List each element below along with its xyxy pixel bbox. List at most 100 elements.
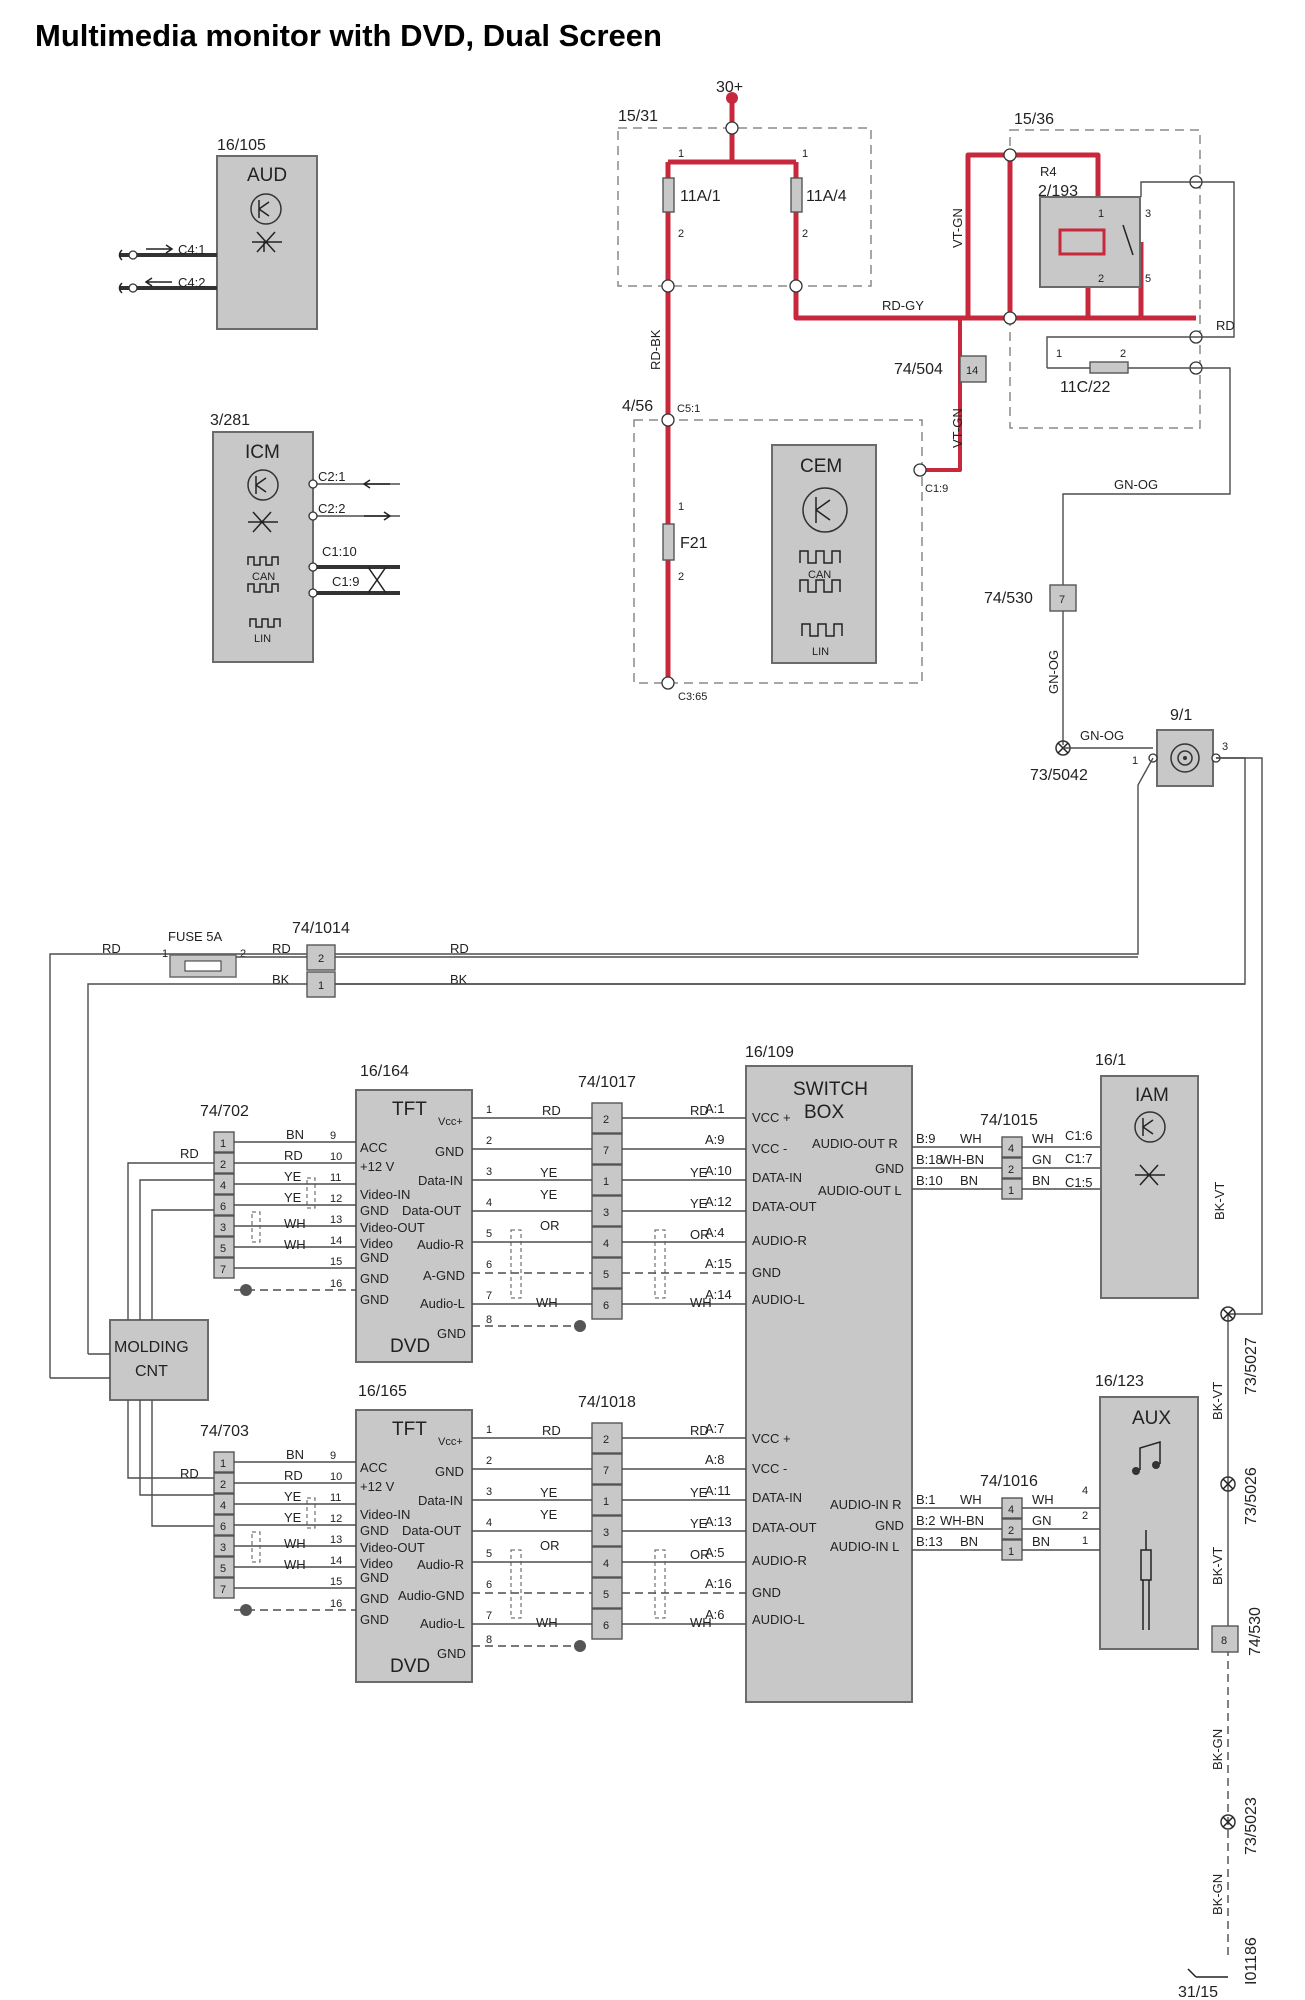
tft2-pin: Vcc+ xyxy=(438,1436,463,1448)
relay-switch-icon xyxy=(1122,224,1134,256)
tft2-box xyxy=(355,1409,473,1683)
sb-pin-num: B:13 xyxy=(916,1534,943,1549)
wire-color: YE xyxy=(540,1187,558,1202)
connector-pin xyxy=(591,1422,623,1454)
sb-pin-num: A:9 xyxy=(705,1132,725,1147)
chassis-ground-icon xyxy=(1187,1968,1228,1978)
shield-ground-icon xyxy=(574,1320,586,1332)
wire-color: YE xyxy=(284,1489,302,1504)
wire-color: WH xyxy=(690,1295,712,1310)
connector-74-1014-pin1 xyxy=(306,971,336,998)
page-title: Multimedia monitor with DVD, Dual Screen xyxy=(35,18,662,53)
pin-num: 7 xyxy=(486,1610,492,1622)
pin-num: 3 xyxy=(486,1166,492,1178)
shield-ground-icon xyxy=(574,1640,586,1652)
iam-ref: 16/1 xyxy=(1095,1052,1126,1069)
box-456-ref: 4/56 xyxy=(622,398,653,415)
pin-num: 1 xyxy=(486,1424,492,1436)
pin-num: 7 xyxy=(486,1290,492,1302)
aud-module: 16/105 AUD C4:1 C4:2 xyxy=(118,137,318,330)
tft1-name: TFT xyxy=(392,1099,427,1120)
connector-ref: 74/703 xyxy=(200,1423,249,1440)
wire-color: BN xyxy=(286,1127,304,1142)
pin-num: 2 xyxy=(486,1455,492,1467)
molding-cnt: MOLDING CNT xyxy=(50,1162,218,1527)
relaybox-1536-ref: 15/36 xyxy=(1014,111,1054,128)
sb-pin-num: A:12 xyxy=(705,1194,732,1209)
sb-pin-num: A:7 xyxy=(705,1421,725,1436)
pin-num: 12 xyxy=(330,1513,342,1525)
icm-ref: 3/281 xyxy=(210,412,250,429)
connector-ref: 74/1016 xyxy=(980,1473,1038,1490)
wire-bk-vt-3: BK-VT xyxy=(1210,1547,1225,1585)
wire-rd-bk: RD-BK xyxy=(648,329,663,370)
pin-num: 2 xyxy=(603,1434,609,1446)
wire-bk-gn: BK-GN xyxy=(1210,1729,1225,1770)
switchbox-body xyxy=(745,1065,913,1703)
lin-wave-icon xyxy=(249,618,281,628)
wire-vt-gn-2: VT-GN xyxy=(950,408,965,448)
icm-lin-label: LIN xyxy=(254,633,271,645)
music-note-icon xyxy=(1139,1440,1161,1470)
connector-74-530-ref: 74/530 xyxy=(984,590,1033,607)
relay-ref: 2/193 xyxy=(1038,183,1078,200)
aux-name: AUX xyxy=(1132,1408,1171,1429)
sb-pin: AUDIO-L xyxy=(752,1292,805,1307)
pin-num: 4 xyxy=(603,1558,609,1570)
pin-num: 2 xyxy=(1098,273,1104,285)
pin-num: 2 xyxy=(1120,348,1126,360)
pin-num: 3 xyxy=(486,1486,492,1498)
ground-point-icon xyxy=(1220,1476,1236,1492)
relay-coil-icon xyxy=(1058,228,1106,256)
pin-num: 1 xyxy=(1008,1185,1014,1197)
pin-num: 5 xyxy=(1145,273,1151,285)
wire-color: WH-BN xyxy=(940,1152,984,1167)
pin-num: 3 xyxy=(220,1542,226,1554)
sb-pin: AUDIO-L xyxy=(752,1612,805,1627)
connector-ref: 74/1015 xyxy=(980,1112,1038,1129)
wire-color: WH xyxy=(960,1131,982,1146)
relay-name: R4 xyxy=(1040,164,1057,179)
pin-num: 16 xyxy=(330,1278,342,1290)
tft2-pin: Data-IN xyxy=(418,1493,463,1508)
sb-pin-num: A:5 xyxy=(705,1545,725,1560)
tft2-pin: Audio-R xyxy=(417,1557,464,1572)
box-456 xyxy=(633,419,923,684)
sb-pin: GND xyxy=(752,1585,781,1600)
wire-color: BN xyxy=(960,1173,978,1188)
aux-ref: 16/123 xyxy=(1095,1373,1144,1390)
sb-pin: VCC - xyxy=(752,1141,787,1156)
wire-rd-label: RD xyxy=(272,941,291,956)
shield-icon xyxy=(306,1497,316,1529)
pin-num: 1 xyxy=(1132,755,1138,767)
sb-pin: DATA-IN xyxy=(752,1490,802,1505)
box-456-conn-bottom: C3:65 xyxy=(678,691,707,703)
pin-num: 8 xyxy=(1221,1635,1227,1647)
pin-num: 10 xyxy=(330,1471,342,1483)
tft1-sub: DVD xyxy=(390,1336,430,1357)
pin-num: 2 xyxy=(802,228,808,240)
icm-can-label: CAN xyxy=(252,571,275,583)
fuse-11c22 xyxy=(1089,361,1129,374)
tft1-pin: Vcc+ xyxy=(438,1116,463,1128)
connector-ref: 74/1017 xyxy=(578,1074,636,1091)
wire-rd-gy: RD-GY xyxy=(882,298,924,313)
wire-color: RD xyxy=(180,1466,199,1481)
switchbox-ref: 16/109 xyxy=(745,1044,794,1061)
molding-line2: CNT xyxy=(135,1363,168,1380)
pin-num: 9 xyxy=(330,1130,336,1142)
sb-pin-num: B:10 xyxy=(916,1173,943,1188)
wire-color: RD xyxy=(542,1103,561,1118)
fuse-11c22-label: 11C/22 xyxy=(1060,379,1111,396)
connector-pin xyxy=(591,1515,623,1547)
pin-num: 8 xyxy=(486,1314,492,1326)
fuse-11a1-label: 11A/1 xyxy=(680,188,721,205)
wire-color: RD xyxy=(690,1103,709,1118)
pin-num: 3 xyxy=(1145,208,1151,220)
connector-74-504 xyxy=(959,355,987,383)
sb-pin: DATA-OUT xyxy=(752,1520,817,1535)
tft2-pin: Video xyxy=(360,1556,393,1571)
box-456-conn-top: C5:1 xyxy=(677,403,700,415)
connector-74-530-bottom xyxy=(1211,1625,1239,1653)
pin-num: 6 xyxy=(486,1259,492,1271)
